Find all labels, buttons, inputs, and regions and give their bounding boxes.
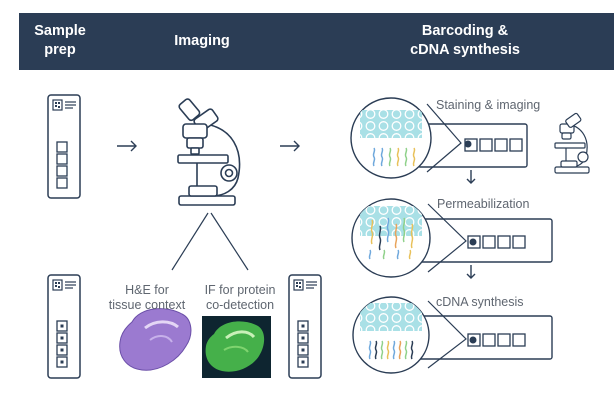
step-label-permeabilization: Permeabilization bbox=[437, 197, 530, 211]
arrow-right-icon bbox=[280, 140, 300, 152]
microscope-icon bbox=[554, 112, 590, 174]
arrow-down-icon bbox=[466, 265, 476, 279]
if-tissue-icon bbox=[202, 316, 271, 378]
header-imaging: Imaging bbox=[174, 33, 230, 49]
header-banner bbox=[19, 13, 614, 70]
step-permeabilization bbox=[351, 198, 553, 278]
arrow-right-icon bbox=[117, 140, 137, 152]
arrow-down-icon bbox=[466, 170, 476, 184]
he-label: H&E for tissue context bbox=[108, 283, 186, 312]
slide-icon bbox=[288, 274, 322, 379]
step-label-cdna: cDNA synthesis bbox=[436, 295, 524, 309]
step-label-staining: Staining & imaging bbox=[436, 98, 541, 112]
microscope-icon bbox=[177, 98, 241, 206]
step-cdna-synthesis bbox=[352, 296, 553, 374]
he-tissue-icon bbox=[119, 308, 192, 371]
header-barcoding: Barcoding & cDNA synthesis bbox=[410, 23, 520, 58]
slide-icon bbox=[47, 274, 81, 379]
slide-icon bbox=[47, 94, 81, 199]
step-staining bbox=[350, 97, 590, 179]
header-sample-prep: Sample prep bbox=[34, 23, 86, 58]
if-label: IF for protein co-detection bbox=[204, 283, 276, 312]
